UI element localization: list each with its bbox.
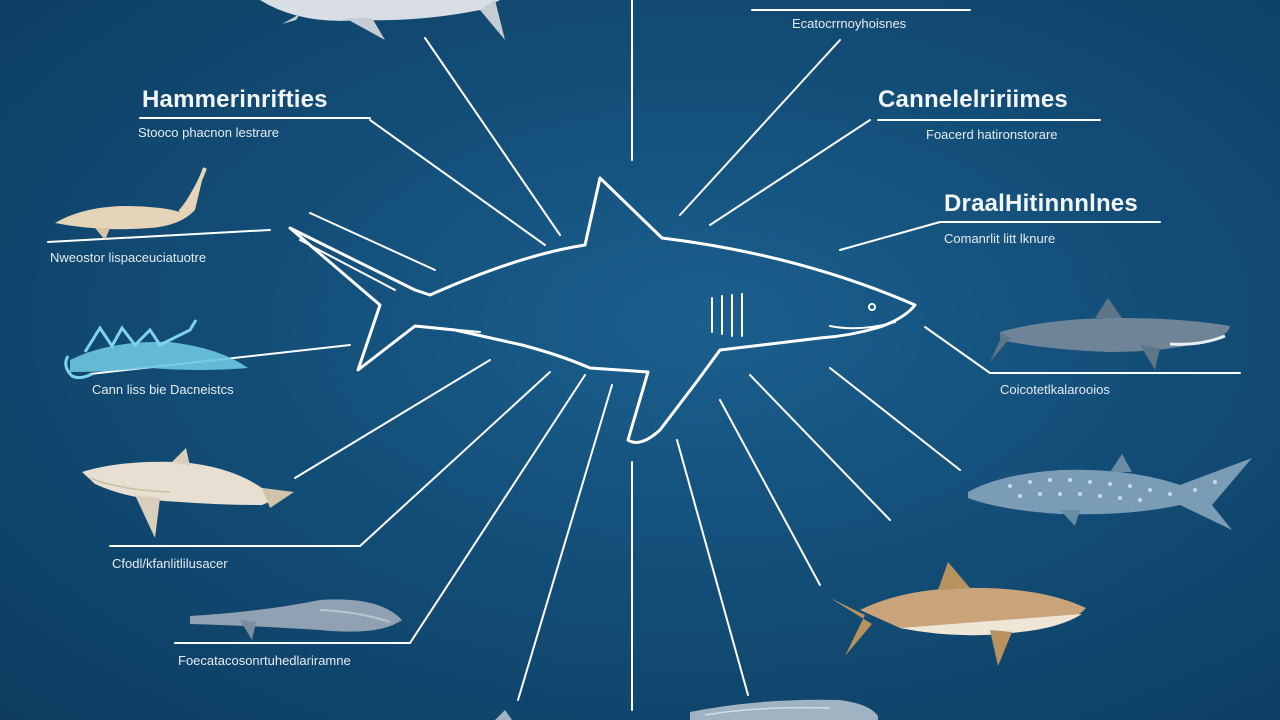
connector-carnelidae: [709, 119, 871, 226]
sawshark-illustration: [55, 167, 207, 240]
connector-hammerhead: [924, 326, 991, 374]
hammerhead-illustration: [968, 298, 1230, 370]
bottom-shark-illustration: [495, 699, 878, 720]
caption-sawshark: Nweostor lispaceuciatuotre: [50, 250, 207, 265]
whale-shark-illustration: [968, 454, 1252, 530]
connector-whale-2: [829, 367, 961, 471]
connector-greatwhite: [359, 371, 551, 547]
connector-lines: [47, 0, 1241, 711]
connector-eel: [409, 374, 586, 644]
top-left-shark-illustration: [260, 0, 505, 40]
heading-dealhiform: DraalHitinnnlnes: [944, 190, 1138, 217]
caption-hammerheads: Stooco phacnon lestrare: [138, 125, 279, 140]
caption-great-white: Cfodl/kfanlitlilusacer: [112, 556, 228, 571]
frilled-shark-illustration: [64, 319, 248, 380]
connector-sawshark: [47, 229, 271, 243]
connector-sand: [719, 399, 821, 586]
caption-hammerhead: Coicotetlkalarooios: [1000, 382, 1110, 397]
sand-shark-illustration: [830, 562, 1086, 666]
heading-hammerheads: Hammerinrifties: [142, 86, 328, 113]
connector-bottom-1: [517, 384, 613, 701]
caption-eel-shark: Foecatacosonrtuhedlariramne: [178, 653, 351, 668]
caption-dealhiform: Comanrlit litt lknure: [944, 231, 1056, 246]
connector-top-left: [424, 37, 561, 236]
caption-top-center: Ecatocrrnoyhoisnes: [792, 16, 907, 31]
connector-greatwhite-2: [294, 359, 491, 479]
connector-dealhiform: [839, 221, 941, 251]
connector-top-right: [679, 39, 841, 216]
caption-frilled-shark: Cann liss bie Dacneistcs: [92, 382, 234, 397]
heading-carnelidae: Cannelelririimes: [878, 86, 1068, 113]
great-white-illustration: [82, 448, 294, 538]
connector-whale: [749, 374, 891, 521]
connector-sawshark-2: [309, 212, 436, 271]
connector-bottom-2: [676, 439, 749, 696]
connector-hammerheads: [369, 119, 546, 246]
central-shark-outline: [288, 176, 917, 444]
eel-shark-illustration: [190, 599, 402, 640]
caption-carnelidae: Foacerd hatironstorare: [926, 127, 1058, 142]
